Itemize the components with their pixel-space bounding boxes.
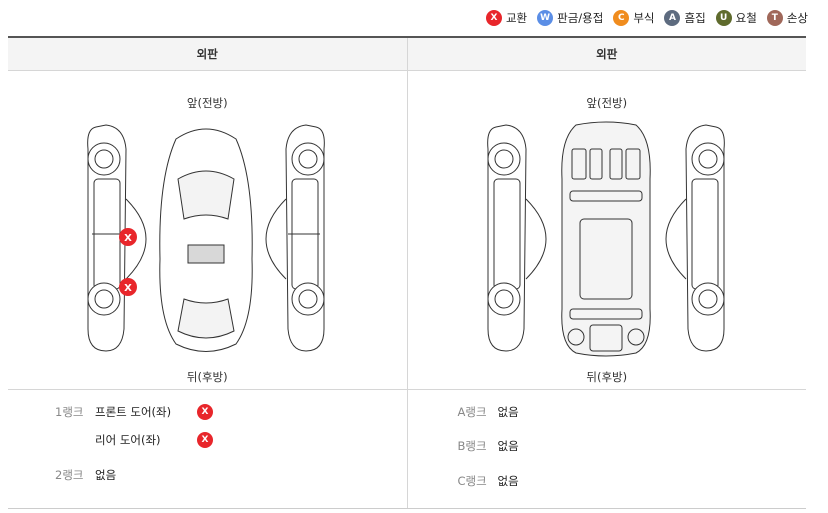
car-exterior-diagram: X X: [87, 124, 325, 352]
sheet-metal-badge-icon: W: [537, 10, 554, 26]
legend-label: 흠집: [684, 11, 706, 25]
table-header-row: 외판 외판: [8, 38, 806, 71]
rank1-item: 리어 도어(좌): [95, 433, 161, 447]
front-label: 앞(전방): [186, 96, 228, 110]
rear-door-left-mark-label: X: [124, 283, 132, 294]
rank1-line: 1랭크 프론트 도어(좌) X: [55, 404, 213, 420]
scratch-badge-icon: A: [664, 10, 681, 26]
b-rank-line: B랭크 없음: [458, 438, 519, 454]
a-rank-value: 없음: [497, 405, 519, 419]
rank1-label: 1랭크: [55, 405, 84, 419]
exchange-mark-icon: X: [197, 432, 213, 448]
legend-item-corrosion: C 부식: [613, 10, 654, 26]
front-label-right: 앞(전방): [586, 96, 628, 110]
legend-item-sheet-metal: W 판금/용접: [537, 10, 603, 26]
legend-item-dent: U 요철: [715, 10, 757, 26]
c-rank-label: C랭크: [457, 474, 487, 488]
car-frame-diagram: [486, 121, 725, 357]
rank1-line-2: 리어 도어(좌) X: [95, 432, 213, 448]
corrosion-badge-icon: C: [613, 10, 630, 26]
left-rank-cell: 1랭크 프론트 도어(좌) X 리어 도어(좌) X 2랭크 없음: [8, 390, 407, 508]
diagram-row: 앞(전방): [8, 71, 806, 390]
rank2-label: 2랭크: [55, 468, 84, 482]
legend-label: 요철: [735, 11, 757, 25]
legend-item-damage: T 손상: [766, 10, 808, 26]
rear-door-left-mark: [119, 278, 137, 296]
rank-row: 1랭크 프론트 도어(좌) X 리어 도어(좌) X 2랭크 없음 A랭크 없음…: [8, 390, 806, 508]
dent-badge-icon: U: [715, 10, 732, 26]
c-rank-line: C랭크 없음: [458, 473, 519, 489]
b-rank-label: B랭크: [457, 439, 487, 453]
front-door-left-mark: [119, 228, 137, 246]
car-marks: X X: [119, 228, 137, 296]
legend-label: 손상: [786, 11, 808, 25]
a-rank-label: A랭크: [457, 405, 487, 419]
exchange-badge-icon: X: [485, 10, 502, 26]
left-diagram-panel: 앞(전방): [8, 71, 407, 389]
legend-item-scratch: A 흠집: [664, 10, 706, 26]
damage-badge-icon: T: [766, 10, 783, 26]
rear-label: 뒤(후방): [186, 370, 228, 384]
legend-item-exchange: X 교환: [485, 10, 528, 26]
rank2-line: 2랭크 없음: [55, 467, 116, 483]
rank2-value: 없음: [95, 468, 117, 482]
left-header: 외판: [196, 47, 218, 61]
a-rank-line: A랭크 없음: [458, 404, 519, 420]
right-diagram-panel: 앞(전방): [406, 71, 807, 389]
legend-label: 교환: [505, 11, 528, 25]
front-door-left-mark-label: X: [124, 233, 132, 244]
rank1-item: 프론트 도어(좌): [95, 405, 172, 419]
legend: X 교환 W 판금/용접 C 부식 A 흠집 U 요철 T 손상: [485, 10, 808, 26]
right-rank-cell: A랭크 없음 B랭크 없음 C랭크 없음: [406, 390, 807, 508]
legend-label: 부식: [633, 11, 655, 25]
rear-label-right: 뒤(후방): [586, 370, 628, 384]
c-rank-value: 없음: [497, 474, 519, 488]
b-rank-value: 없음: [497, 439, 519, 453]
inspection-table: 외판 외판 앞(전방): [8, 36, 806, 509]
exchange-mark-icon: X: [197, 404, 213, 420]
right-header: 외판: [406, 38, 807, 70]
legend-label: 판금/용접: [557, 11, 604, 25]
